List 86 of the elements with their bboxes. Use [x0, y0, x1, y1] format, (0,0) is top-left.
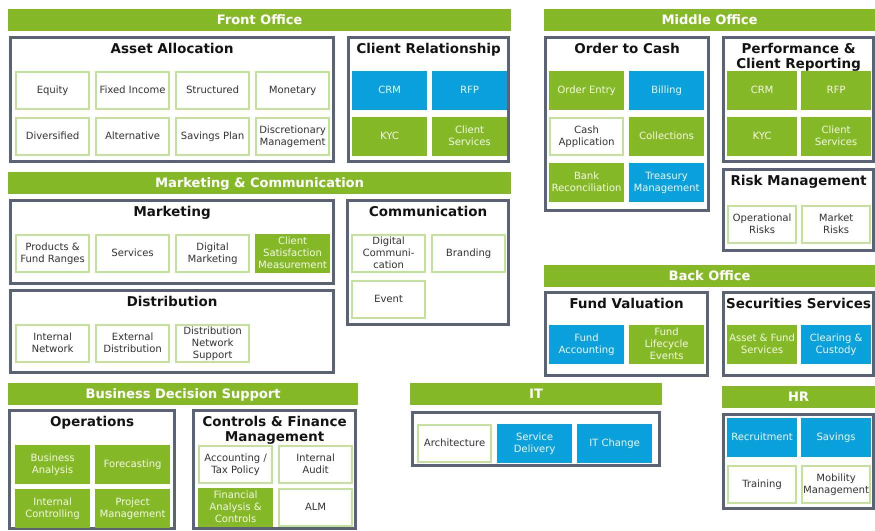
- capability-tile: Client Satisfaction Measurement: [255, 234, 330, 273]
- capability-tile: KYC: [352, 117, 427, 156]
- capability-tile: Operational Risks: [727, 205, 797, 244]
- group-title: Marketing: [132, 205, 212, 220]
- group-title: Risk Management: [729, 174, 868, 189]
- capability-group: [544, 291, 709, 377]
- capability-group: [411, 411, 661, 467]
- capability-tile: Fund Accounting: [549, 325, 624, 364]
- capability-tile: Market Risks: [801, 205, 871, 244]
- capability-tile: Clearing & Custody: [801, 325, 871, 364]
- group-title: Performance & Client Reporting: [735, 42, 862, 72]
- capability-tile: Fixed Income: [95, 71, 170, 110]
- capability-tile: Financial Analysis & Controls: [198, 488, 273, 527]
- capability-group: [722, 168, 875, 252]
- capability-tile: Products & Fund Ranges: [15, 234, 90, 273]
- capability-tile: Branding: [431, 234, 506, 273]
- capability-tile: ALM: [278, 488, 353, 527]
- capability-tile: Accounting / Tax Policy: [198, 445, 273, 484]
- group-title: Order to Cash: [573, 42, 681, 57]
- capability-tile: Order Entry: [549, 71, 624, 110]
- group-title: Asset Allocation: [110, 42, 234, 57]
- capability-tile: Cash Application: [549, 117, 624, 156]
- capability-tile: Project Management: [95, 489, 170, 528]
- capability-tile: Savings: [801, 418, 871, 457]
- capability-tile: RFP: [801, 71, 871, 110]
- capability-tile: Services: [95, 234, 170, 273]
- capability-tile: Monetary: [255, 71, 330, 110]
- capability-group: [9, 36, 335, 163]
- capability-tile: Client Services: [432, 117, 507, 156]
- capability-tile: Diversified: [15, 117, 90, 156]
- capability-tile: Savings Plan: [175, 117, 250, 156]
- group-title: Distribution: [126, 295, 218, 310]
- section-banner: Middle Office: [544, 9, 875, 31]
- capability-tile: Internal Controlling: [15, 489, 90, 528]
- group-title: Client Relationship: [355, 42, 502, 57]
- capability-group: [192, 409, 357, 530]
- capability-tile: Business Analysis: [15, 445, 90, 484]
- capability-tile: CRM: [727, 71, 797, 110]
- capability-tile: Treasury Management: [629, 163, 704, 202]
- capability-tile: Mobility Management: [801, 465, 871, 504]
- section-banner: Front Office: [8, 9, 511, 31]
- capability-tile: CRM: [352, 71, 427, 110]
- capability-tile: RFP: [432, 71, 507, 110]
- group-title: Operations: [48, 415, 136, 430]
- capability-group: [9, 199, 335, 285]
- capability-tile: Structured: [175, 71, 250, 110]
- capability-tile: Internal Audit: [278, 445, 353, 484]
- capability-tile: Asset & Fund Services: [727, 325, 797, 364]
- capability-tile: Internal Network: [15, 324, 90, 363]
- group-title: Fund Valuation: [568, 297, 685, 312]
- capability-group: [544, 36, 710, 212]
- capability-tile: Architecture: [417, 424, 492, 463]
- section-banner: Business Decision Support: [8, 383, 358, 405]
- section-banner: IT: [410, 383, 662, 405]
- capability-group: [722, 413, 875, 510]
- capability-tile: KYC: [727, 117, 797, 156]
- capability-tile: Client Services: [801, 117, 871, 156]
- section-banner: Back Office: [544, 265, 875, 287]
- capability-tile: Discretionary Management: [255, 117, 330, 156]
- capability-tile: External Distribution: [95, 324, 170, 363]
- capability-tile: Alternative: [95, 117, 170, 156]
- capability-tile: Billing: [629, 71, 704, 110]
- capability-tile: Collections: [629, 117, 704, 156]
- capability-group: [347, 36, 510, 163]
- group-title: Securities Services: [725, 297, 872, 312]
- capability-tile: Distribution Network Support: [175, 324, 250, 363]
- capability-tile: Recruitment: [727, 418, 797, 457]
- capability-tile: Service Delivery: [497, 424, 572, 463]
- capability-tile: IT Change: [577, 424, 652, 463]
- capability-group: [722, 36, 875, 163]
- capability-tile: Event: [351, 280, 426, 319]
- capability-tile: Forecasting: [95, 445, 170, 484]
- capability-group: [8, 409, 176, 530]
- capability-tile: Bank Reconciliation: [549, 163, 624, 202]
- section-banner: HR: [722, 386, 875, 408]
- capability-group: [9, 289, 335, 374]
- capability-group: [722, 291, 875, 377]
- group-title: Communication: [368, 205, 488, 220]
- group-title: Controls & Finance Management: [201, 415, 348, 445]
- capability-tile: Training: [727, 465, 797, 504]
- capability-tile: Equity: [15, 71, 90, 110]
- section-banner: Marketing & Communication: [8, 172, 511, 194]
- capability-group: [346, 199, 510, 326]
- capability-tile: Fund Lifecycle Events: [629, 325, 704, 364]
- capability-tile: Digital Marketing: [175, 234, 250, 273]
- capability-tile: Digital Communi-cation: [351, 234, 426, 273]
